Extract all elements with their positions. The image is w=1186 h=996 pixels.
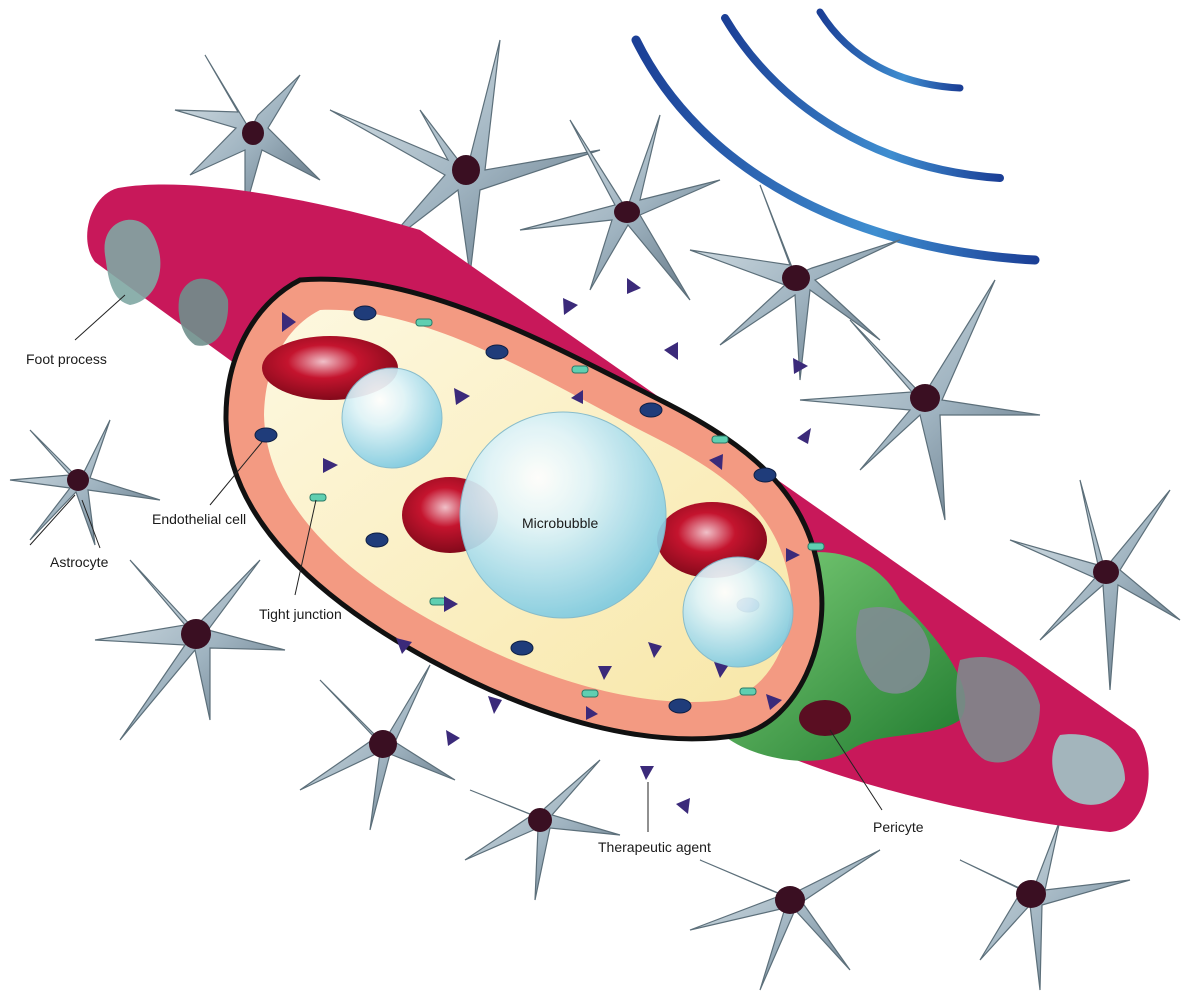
- leader-astrocyte-2: [82, 500, 100, 548]
- astrocyte-nucleus: [614, 201, 640, 223]
- endothelial-nucleus: [366, 533, 388, 547]
- astrocyte-cell: [465, 760, 620, 900]
- microbubble-small: [342, 368, 442, 468]
- astrocyte-cell: [520, 115, 720, 300]
- astrocyte-cell: [690, 185, 900, 380]
- ultrasound-waves: [636, 12, 1035, 260]
- endothelial-nucleus: [486, 345, 508, 359]
- label-foot-process: Foot process: [26, 351, 107, 367]
- label-tight-junction: Tight junction: [259, 606, 342, 622]
- label-astrocyte: Astrocyte: [50, 554, 109, 570]
- astrocyte-cell: [10, 420, 160, 545]
- label-pericyte: Pericyte: [873, 819, 924, 835]
- ultrasound-wave-2: [725, 18, 1000, 178]
- label-endothelial-cell: Endothelial cell: [152, 511, 246, 527]
- astrocyte-nucleus: [782, 265, 810, 291]
- astrocyte-nucleus: [528, 808, 552, 832]
- tight-junction-mark: [582, 690, 598, 697]
- astrocyte-nucleus: [67, 469, 89, 491]
- endothelial-nucleus: [354, 306, 376, 320]
- astrocyte-nucleus: [1093, 560, 1119, 584]
- leader-foot-process: [75, 295, 125, 340]
- astrocyte-nucleus: [910, 384, 940, 412]
- therapeutic-agent-mark: [563, 298, 578, 315]
- therapeutic-agent-mark: [676, 798, 690, 814]
- therapeutic-agent-mark: [488, 696, 502, 714]
- tight-junction-mark: [712, 436, 728, 443]
- therapeutic-agent-mark: [640, 766, 654, 780]
- astrocyte-nucleus: [369, 730, 397, 758]
- therapeutic-agent-mark: [446, 730, 460, 746]
- endothelial-nucleus: [255, 428, 277, 442]
- astrocyte-nucleus: [1016, 880, 1046, 908]
- therapeutic-agent-mark: [664, 342, 678, 360]
- endothelial-nucleus: [511, 641, 533, 655]
- astrocyte-cell: [300, 665, 455, 830]
- label-microbubble: Microbubble: [522, 515, 598, 531]
- ultrasound-wave-3: [636, 40, 1035, 260]
- tight-junction-mark: [416, 319, 432, 326]
- vessel-cross-section: [226, 279, 824, 739]
- endothelial-nucleus: [669, 699, 691, 713]
- tight-junction-mark: [430, 598, 446, 605]
- astrocyte-cell: [1010, 480, 1180, 690]
- astrocyte-nucleus: [242, 121, 264, 145]
- tight-junction-mark: [740, 688, 756, 695]
- astrocyte-cell: [95, 560, 285, 740]
- astrocyte-nucleus: [452, 155, 480, 185]
- therapeutic-agent-mark: [797, 428, 811, 444]
- astrocyte-cell: [690, 850, 880, 990]
- microbubble-small: [683, 557, 793, 667]
- endothelial-nucleus: [754, 468, 776, 482]
- label-therapeutic-agent: Therapeutic agent: [598, 839, 711, 855]
- leader-astrocyte-1: [30, 495, 75, 545]
- astrocyte-nucleus: [775, 886, 805, 914]
- ultrasound-wave-1: [820, 12, 960, 88]
- astrocyte-cell: [960, 820, 1130, 990]
- tight-junction-mark: [572, 366, 588, 373]
- astrocyte-cell: [800, 280, 1040, 520]
- tight-junction-mark: [310, 494, 326, 501]
- tight-junction-mark: [808, 543, 824, 550]
- therapeutic-agent-mark: [627, 278, 641, 294]
- endothelial-nucleus: [640, 403, 662, 417]
- astrocyte-nucleus: [181, 619, 211, 649]
- pericyte-nucleus: [799, 700, 851, 736]
